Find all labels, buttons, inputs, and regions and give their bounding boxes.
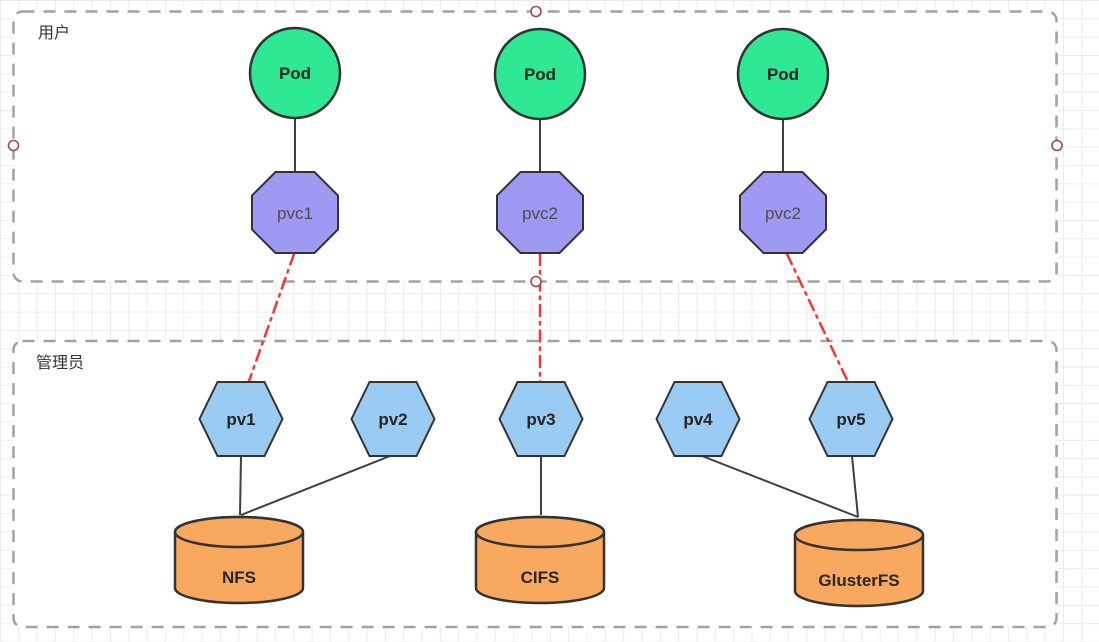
pvc-octagon[interactable] xyxy=(496,171,584,254)
pvc-label: pvc1 xyxy=(277,204,313,223)
admin-container-label: 管理员 xyxy=(36,354,84,372)
storage-cylinder-top[interactable] xyxy=(474,515,606,549)
edge-pv4-glusterfs[interactable] xyxy=(701,455,859,518)
user-container-label: 用户 xyxy=(38,24,70,42)
node-pod-1[interactable]: Pod xyxy=(248,26,342,120)
pv-hexagon[interactable] xyxy=(350,381,436,457)
storage-cylinder-top[interactable] xyxy=(793,518,925,552)
pv-label: pv4 xyxy=(683,410,713,429)
pod-label: Pod xyxy=(524,65,556,84)
pod-label: Pod xyxy=(279,64,311,83)
node-pv4[interactable]: pv4 xyxy=(655,381,741,457)
storage-label: GlusterFS xyxy=(818,571,899,590)
pv-hexagon[interactable] xyxy=(655,381,741,457)
pod-label: Pod xyxy=(767,65,799,84)
node-pod-2[interactable]: Pod xyxy=(493,27,587,121)
pv-label: pv3 xyxy=(526,410,555,429)
connection-handle-right[interactable] xyxy=(1051,139,1063,152)
node-pod-3[interactable]: Pod xyxy=(736,27,830,121)
storage-cylinder-top[interactable] xyxy=(173,515,305,549)
pvc-label: pvc2 xyxy=(765,204,801,223)
node-pv2[interactable]: pv2 xyxy=(350,381,436,457)
pv-hexagon[interactable] xyxy=(498,381,584,457)
red-edge-pvc1-pv1[interactable] xyxy=(246,252,296,386)
pvc-octagon[interactable] xyxy=(251,171,339,254)
node-storage-nfs[interactable]: NFS xyxy=(173,515,305,605)
pv-label: pv5 xyxy=(836,410,865,429)
node-pv3[interactable]: pv3 xyxy=(498,381,584,457)
node-storage-glusterfs[interactable]: GlusterFS xyxy=(793,518,925,608)
node-pvc2-right[interactable]: pvc2 xyxy=(739,171,827,254)
pv-hexagon[interactable] xyxy=(198,381,284,457)
node-pvc1[interactable]: pvc1 xyxy=(251,171,339,254)
connection-handle-left[interactable] xyxy=(7,139,20,152)
edge-pv1-nfs[interactable] xyxy=(239,455,242,516)
red-edge-pvc2-pv5[interactable] xyxy=(785,252,851,386)
storage-label: NFS xyxy=(222,568,256,587)
node-pvc2-middle[interactable]: pvc2 xyxy=(496,171,584,254)
pvc-octagon[interactable] xyxy=(739,171,827,254)
edge-pv5-glusterfs[interactable] xyxy=(851,455,859,518)
node-pv5[interactable]: pv5 xyxy=(808,381,894,457)
storage-label: CIFS xyxy=(521,568,560,587)
connection-handle-top[interactable] xyxy=(530,5,542,18)
pod-circle[interactable] xyxy=(736,27,830,121)
connection-handle-bottom[interactable] xyxy=(530,275,542,288)
node-storage-cifs[interactable]: CIFS xyxy=(474,515,606,605)
pod-circle[interactable] xyxy=(248,26,342,120)
node-pv1[interactable]: pv1 xyxy=(198,381,284,457)
pv-label: pv2 xyxy=(378,410,407,429)
pv-label: pv1 xyxy=(226,410,255,429)
pv-hexagon[interactable] xyxy=(808,381,894,457)
pod-circle[interactable] xyxy=(493,27,587,121)
pvc-label: pvc2 xyxy=(522,204,558,223)
edge-pv2-nfs[interactable] xyxy=(240,455,391,516)
